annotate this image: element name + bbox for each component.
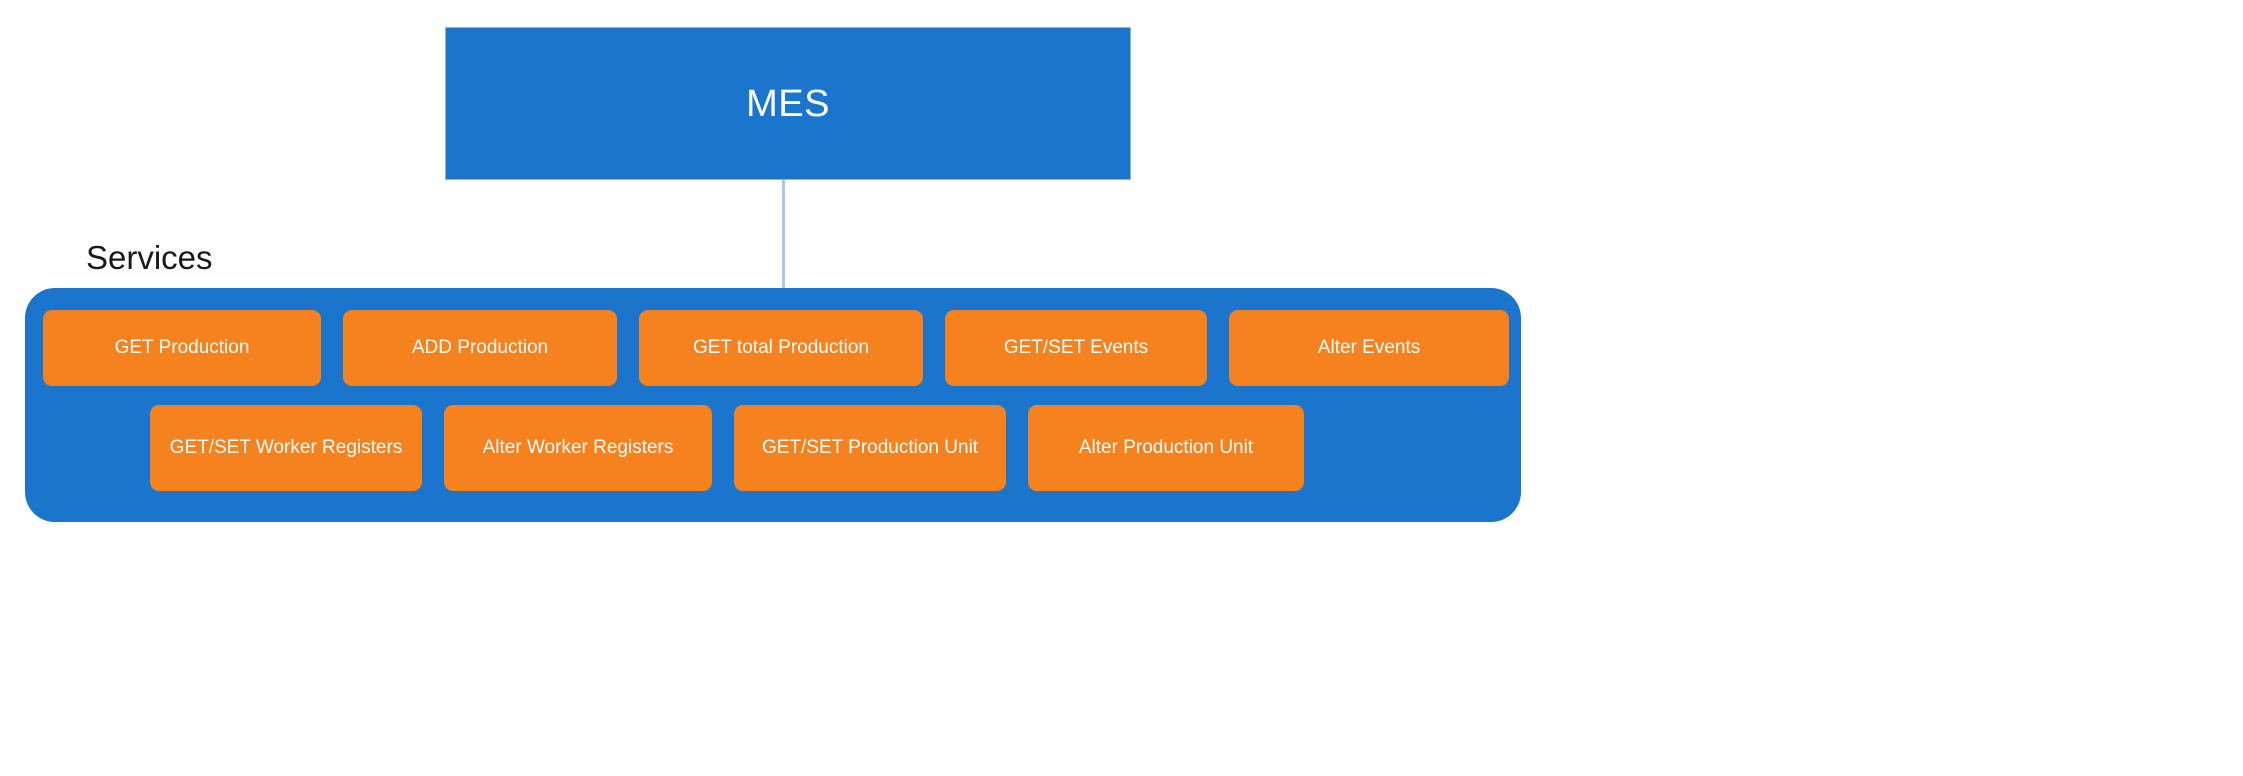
service-node-get-production[interactable]: GET Production [43,310,321,386]
services-row-2: GET/SET Worker Registers Alter Worker Re… [150,405,1304,491]
service-node-alter-events[interactable]: Alter Events [1229,310,1509,386]
mes-node-label: MES [746,82,830,125]
services-container: GET Production ADD Production GET total … [25,288,1521,522]
services-row-1: GET Production ADD Production GET total … [43,310,1509,386]
service-node-add-production[interactable]: ADD Production [343,310,617,386]
service-node-get-set-events[interactable]: GET/SET Events [945,310,1207,386]
service-node-get-set-production-unit[interactable]: GET/SET Production Unit [734,405,1006,491]
service-node-get-set-worker-registers[interactable]: GET/SET Worker Registers [150,405,422,491]
services-caption: Services [86,239,213,276]
mes-to-services-connector [782,180,785,292]
service-node-alter-production-unit[interactable]: Alter Production Unit [1028,405,1304,491]
service-node-alter-worker-registers[interactable]: Alter Worker Registers [444,405,712,491]
service-node-get-total-production[interactable]: GET total Production [639,310,923,386]
mes-system-node: MES [445,27,1131,180]
